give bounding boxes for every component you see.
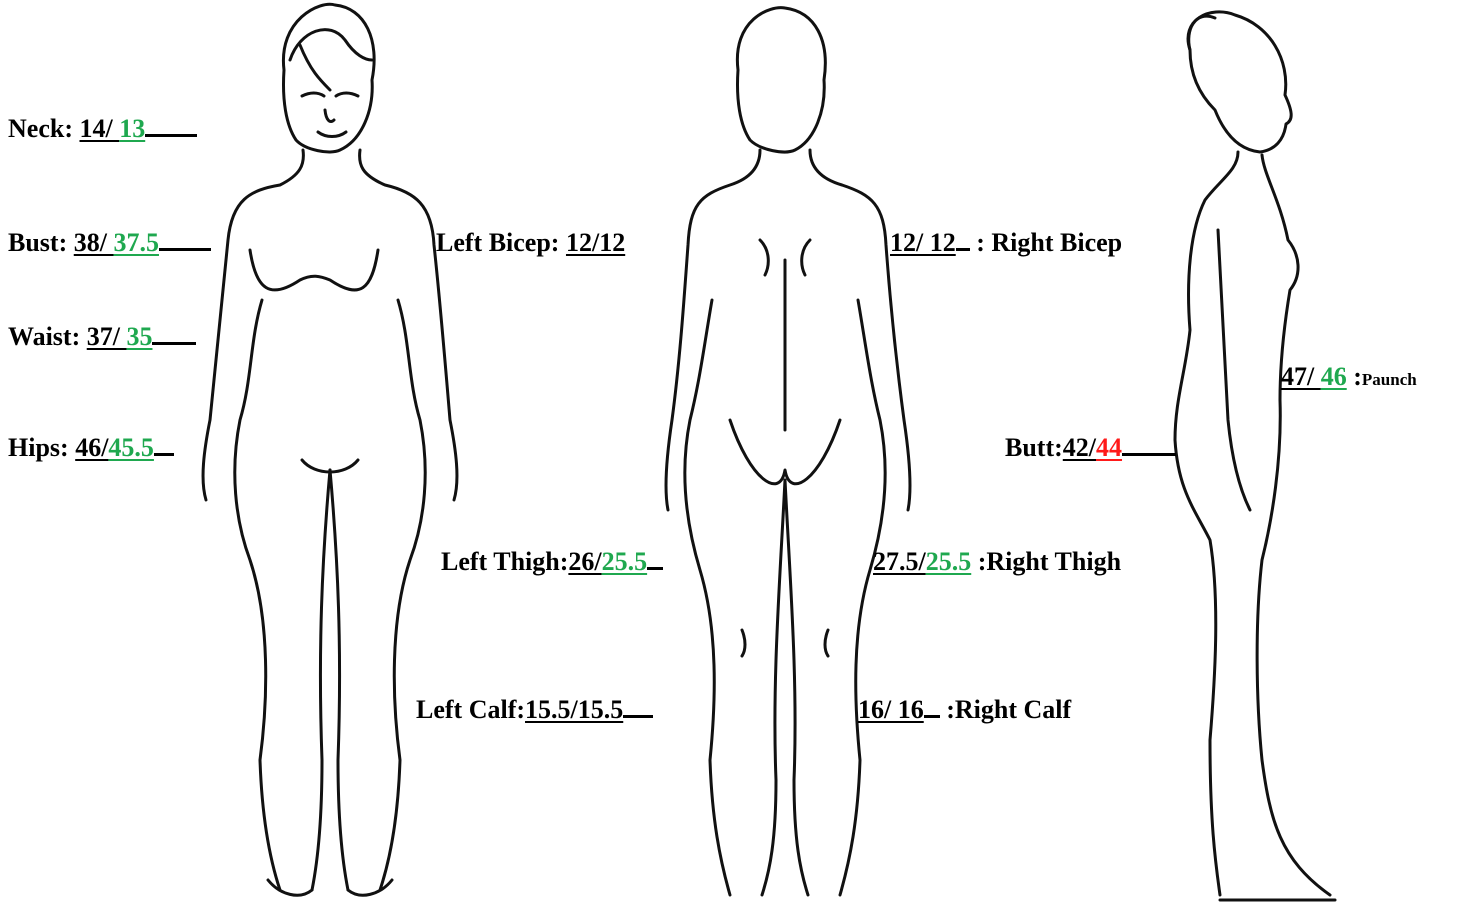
paunch-before: 47/ (1281, 362, 1321, 391)
right-thigh-measurement: 27.5/25.5 :Right Thigh (873, 547, 1121, 577)
right-bicep-blank (956, 247, 970, 251)
hips-measurement: Hips: 46/45.5 (8, 433, 174, 463)
hips-before: 46/ (75, 433, 108, 462)
waist-blank (152, 341, 196, 345)
waist-after: 35 (126, 322, 152, 351)
left-calf-label: Left Calf: (416, 695, 525, 724)
paunch-label: Paunch (1362, 370, 1417, 389)
hips-after: 45.5 (108, 433, 154, 462)
neck-label: Neck: (8, 114, 73, 143)
back-figure (666, 8, 910, 895)
side-figure (1175, 12, 1335, 900)
neck-before: 14/ (79, 114, 119, 143)
left-thigh-label: Left Thigh: (441, 547, 568, 576)
right-calf-value: 16/ 16 (858, 695, 924, 724)
right-calf-label: :Right Calf (940, 695, 1071, 724)
right-calf-measurement: 16/ 16 :Right Calf (858, 695, 1071, 725)
bust-measurement: Bust: 38/ 37.5 (8, 228, 211, 258)
butt-blank (1122, 452, 1176, 456)
left-calf-value: 15.5/15.5 (525, 695, 623, 724)
right-bicep-measurement: 12/ 12 : Right Bicep (890, 228, 1122, 258)
butt-label: Butt: (1005, 433, 1063, 462)
paunch-colon: : (1347, 362, 1362, 391)
right-bicep-label: : Right Bicep (970, 228, 1122, 257)
left-bicep-label: Left Bicep: (436, 228, 559, 257)
right-bicep-value: 12/ 12 (890, 228, 956, 257)
left-thigh-blank (647, 566, 663, 570)
left-bicep-measurement: Left Bicep: 12/12 (436, 228, 625, 258)
right-calf-blank (924, 714, 940, 718)
butt-before: 42/ (1063, 433, 1096, 462)
butt-measurement: Butt:42/44 (1005, 433, 1176, 463)
hips-label: Hips: (8, 433, 69, 462)
neck-blank (145, 133, 197, 137)
left-thigh-measurement: Left Thigh:26/25.5 (441, 547, 663, 577)
left-thigh-before: 26/ (568, 547, 601, 576)
left-calf-blank (623, 714, 653, 718)
neck-measurement: Neck: 14/ 13 (8, 114, 197, 144)
left-bicep-value: 12/12 (566, 228, 625, 257)
left-calf-measurement: Left Calf:15.5/15.5 (416, 695, 653, 725)
waist-before: 37/ (87, 322, 127, 351)
bust-before: 38/ (74, 228, 114, 257)
right-thigh-label: :Right Thigh (971, 547, 1121, 576)
right-thigh-after: 25.5 (926, 547, 972, 576)
bust-label: Bust: (8, 228, 67, 257)
bust-blank (159, 247, 211, 251)
paunch-after: 46 (1321, 362, 1347, 391)
front-figure (203, 4, 457, 895)
butt-after: 44 (1096, 433, 1122, 462)
neck-after: 13 (119, 114, 145, 143)
hips-blank (154, 452, 174, 456)
paunch-measurement: 47/ 46 :Paunch (1281, 362, 1417, 395)
bust-after: 37.5 (113, 228, 159, 257)
left-thigh-after: 25.5 (602, 547, 648, 576)
waist-measurement: Waist: 37/ 35 (8, 322, 196, 352)
right-thigh-before: 27.5/ (873, 547, 926, 576)
waist-label: Waist: (8, 322, 80, 351)
